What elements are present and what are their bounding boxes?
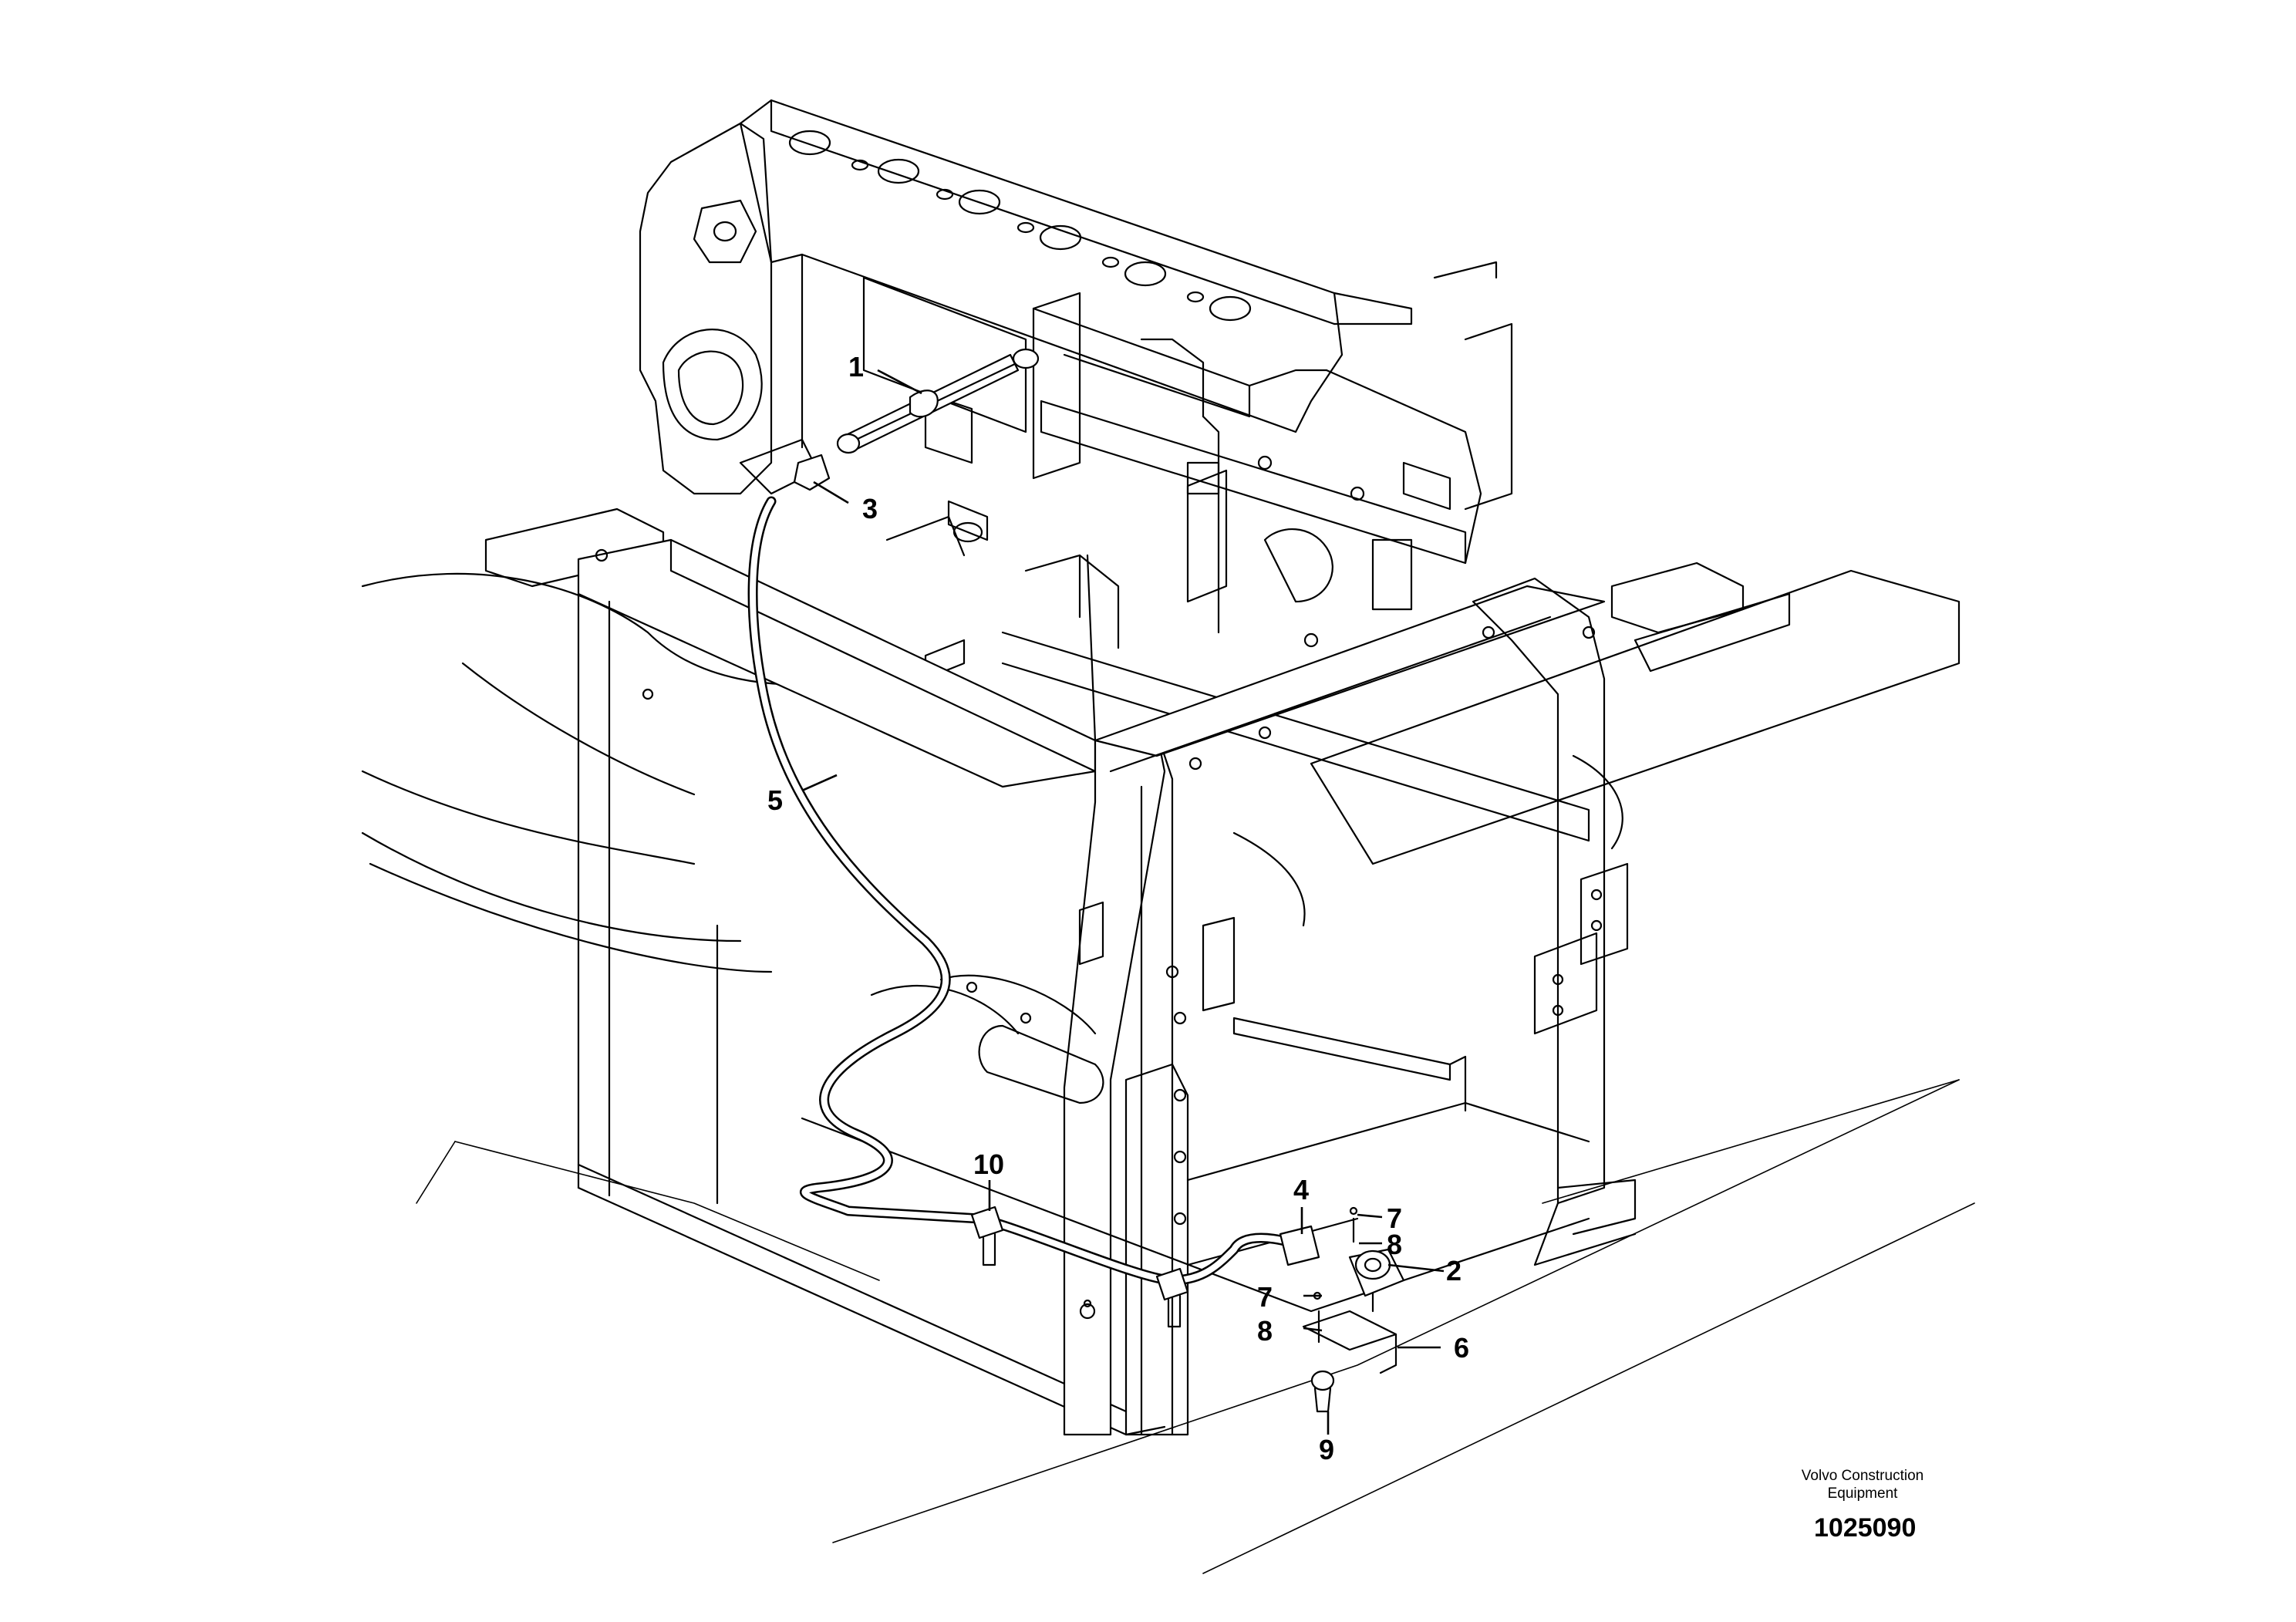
- callout-10: 10: [973, 1148, 1004, 1180]
- axle-structure: [361, 508, 1961, 973]
- callout-4: 4: [1293, 1174, 1309, 1206]
- brand-line-1: Volvo Construction: [1801, 1468, 1924, 1484]
- cylinder-ports: [788, 130, 1252, 322]
- callout-labels: 1 2 3 4 5 6 7 8 7 8 9 10: [767, 351, 1469, 1465]
- ground-lines: [416, 1079, 1975, 1574]
- main-frame: [577, 538, 1637, 1436]
- callout-1: 1: [848, 351, 864, 383]
- drawing-number: 1025090: [1814, 1513, 1917, 1543]
- engine-cradle: [885, 261, 1590, 842]
- callout-7-lower: 7: [1257, 1281, 1273, 1313]
- callout-6: 6: [1454, 1332, 1469, 1364]
- brand-line-2: Equipment: [1827, 1485, 1898, 1502]
- leader-lines: [801, 369, 1445, 1435]
- callout-5: 5: [767, 784, 783, 816]
- callout-8-upper: 8: [1387, 1229, 1402, 1260]
- callout-2: 2: [1446, 1255, 1462, 1286]
- callout-3: 3: [862, 493, 878, 524]
- hose-assembly: [747, 348, 1320, 1328]
- callout-9: 9: [1319, 1434, 1334, 1465]
- callout-7-upper: 7: [1387, 1202, 1402, 1234]
- engine-block: [639, 99, 1413, 543]
- callout-8-lower: 8: [1257, 1315, 1273, 1347]
- brand-block: Volvo Construction Equipment: [1762, 1467, 1963, 1502]
